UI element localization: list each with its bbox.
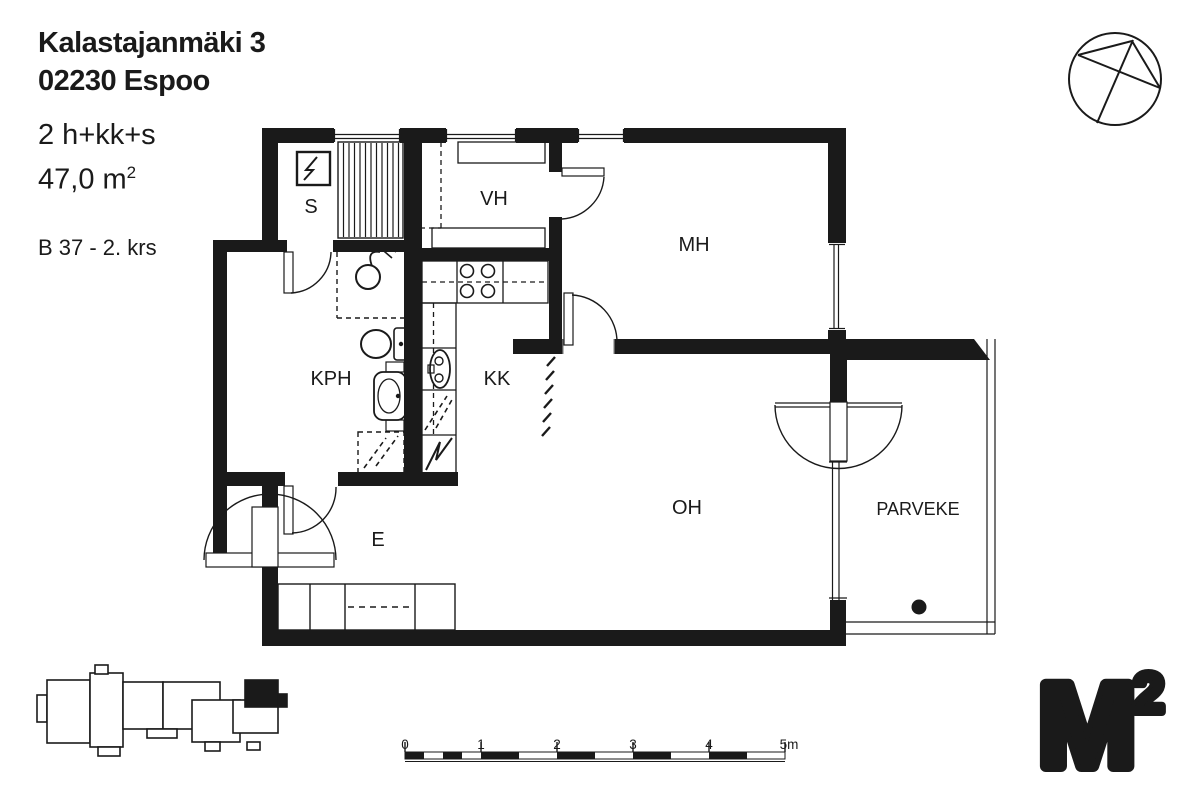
fridge-icon	[425, 437, 453, 471]
walls	[213, 128, 990, 646]
balcony-door	[774, 401, 903, 470]
building-city: 02230 Espoo	[38, 65, 210, 97]
scale-tick-5: 5m	[780, 737, 799, 752]
apartment-specs: 2 h+kk+s 47,0 m2	[38, 116, 265, 199]
windows	[333, 129, 847, 600]
kitchen-living-boundary-dashes	[541, 356, 556, 437]
toilet-icon	[360, 327, 409, 361]
shower-area-dashed	[336, 252, 404, 319]
balcony-outline	[846, 339, 996, 635]
storage-door	[549, 167, 605, 220]
apartment-area: 47,0 m2	[38, 163, 137, 196]
window-storage	[445, 129, 517, 142]
floor-drain-icon	[911, 599, 927, 615]
scale-tick-0: 0	[401, 737, 409, 752]
sauna-benches	[337, 141, 404, 239]
stove-icon	[459, 263, 496, 299]
scale-tick-1: 1	[477, 737, 485, 752]
kitchen-sink-icon	[427, 349, 451, 389]
entrance-door	[203, 493, 337, 568]
window-bedroom-top	[577, 129, 625, 142]
building-address: Kalastajanmäki 3 02230 Espoo	[38, 24, 266, 100]
entry-wardrobe	[277, 583, 456, 631]
svg-text:M: M	[1038, 660, 1136, 792]
room-label-bedroom: MH	[678, 234, 709, 256]
room-label-entry: E	[371, 529, 384, 551]
washing-machine-icon	[357, 431, 405, 475]
window-bedroom-right	[829, 243, 845, 330]
plan-header: Kalastajanmäki 3 02230 Espoo 2 h+kk+s 47…	[38, 24, 266, 261]
sauna-stove-icon	[295, 150, 332, 187]
m2-logo: M 2	[1032, 654, 1168, 798]
room-label-kitchenette: KK	[484, 368, 511, 390]
site-plan-apartment-marker	[244, 679, 279, 708]
bedroom-door	[562, 292, 618, 354]
doors	[203, 167, 903, 568]
sauna-door	[283, 251, 332, 294]
scale-tick-3: 3	[629, 737, 637, 752]
north-arrow-icon	[1068, 32, 1162, 126]
washbasin-icon	[373, 361, 407, 432]
room-label-sauna: S	[304, 196, 317, 218]
svg-text:2: 2	[1133, 661, 1164, 724]
scale-bar: 0 1 2 3 4 5m	[401, 737, 798, 762]
balcony-glazing	[829, 461, 847, 600]
scale-tick-4: 4	[705, 737, 713, 752]
room-label-bathroom: KPH	[310, 368, 351, 390]
closet-dashed-outline	[420, 142, 442, 229]
room-label-storage: VH	[480, 188, 508, 210]
site-plan	[36, 664, 288, 757]
bathroom-door	[283, 485, 337, 535]
building-name: Kalastajanmäki 3	[38, 27, 266, 59]
apartment-layout: 2 h+kk+s	[38, 119, 156, 151]
room-label-living-room: OH	[672, 497, 702, 519]
window-sauna	[333, 129, 401, 142]
room-label-balcony: PARVEKE	[876, 499, 959, 519]
dishwasher-icon	[424, 395, 454, 431]
scale-tick-2: 2	[553, 737, 561, 752]
unit-number: B 37 - 2. krs	[38, 234, 157, 260]
